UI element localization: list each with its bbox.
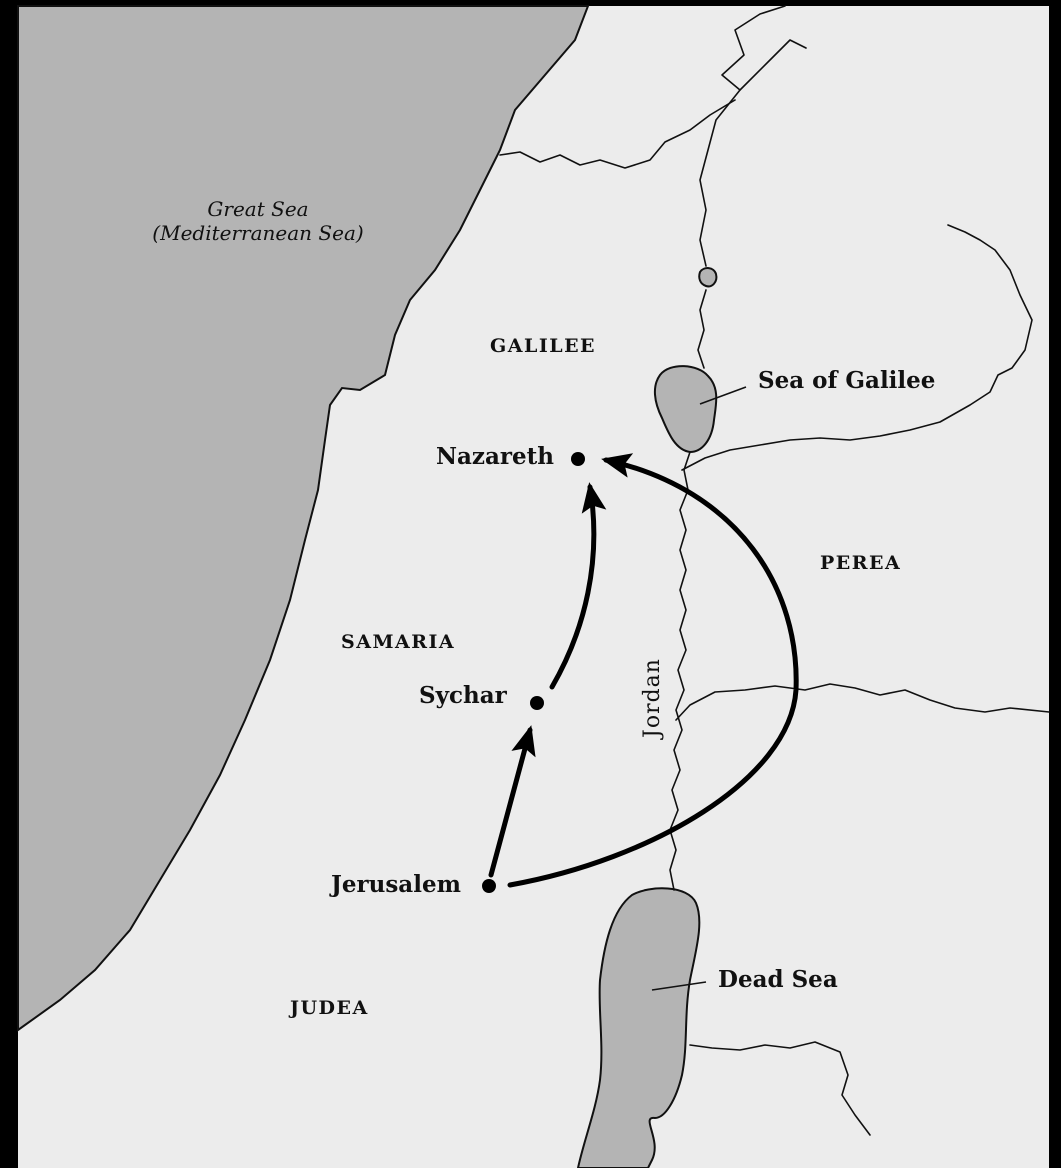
great-sea-water — [17, 5, 590, 1032]
jordan-label: Jordan — [640, 658, 665, 740]
jerusalem-marker — [482, 879, 496, 893]
northern-river — [499, 99, 736, 169]
samaria-label: SAMARIA — [341, 631, 455, 653]
lake-huleh-water — [698, 267, 718, 288]
arnon-river — [689, 1041, 871, 1136]
jordan-river — [669, 289, 707, 891]
route-sychar-to-nazareth — [549, 482, 607, 690]
route-jerusalem-to-sychar — [488, 725, 536, 878]
northern-tributary — [721, 5, 786, 91]
jabbok-river — [675, 683, 1050, 721]
dead-sea-water — [576, 887, 701, 1168]
sea-of-galilee-label: Sea of Galilee — [758, 367, 935, 394]
eastern-river — [681, 224, 1033, 471]
nazareth-label: Nazareth — [436, 443, 554, 470]
great-sea-label-line1: Great Sea — [207, 197, 308, 221]
sea-of-galilee-water — [654, 365, 718, 454]
sychar-marker — [530, 696, 544, 710]
dead-sea-label: Dead Sea — [718, 966, 838, 993]
jerusalem-label: Jerusalem — [329, 871, 461, 898]
perea-label: PEREA — [820, 552, 901, 574]
nazareth-marker — [571, 452, 585, 466]
judea-label: JUDEA — [288, 997, 369, 1019]
sychar-label: Sychar — [419, 682, 508, 709]
upper-jordan-river — [699, 39, 807, 267]
dead-sea-leader — [651, 981, 707, 991]
route-jerusalem-to-nazareth — [507, 453, 799, 888]
great-sea-label-line2: (Mediterranean Sea) — [152, 221, 363, 245]
galilee-label: GALILEE — [490, 335, 596, 357]
sea-of-galilee-leader — [699, 386, 747, 405]
